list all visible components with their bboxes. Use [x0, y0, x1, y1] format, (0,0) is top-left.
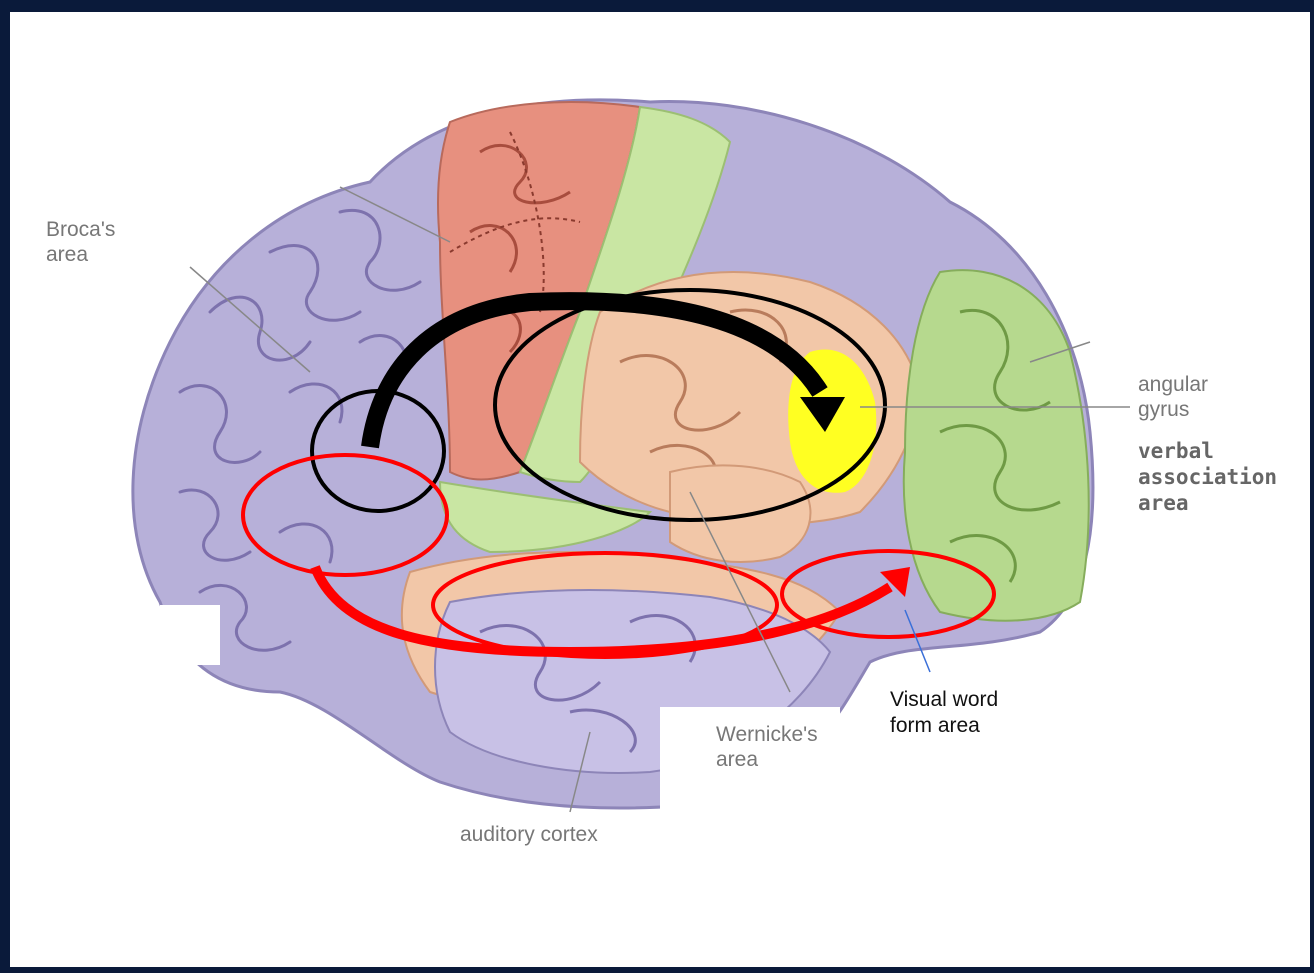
wernicke-label: Wernicke's area [716, 722, 818, 772]
angular-gyrus-label: angular gyrus [1138, 372, 1208, 422]
wernicke-label-line2: area [716, 747, 818, 772]
angular-label-line1: angular [1138, 372, 1208, 397]
broca-label: Broca's area [46, 217, 115, 267]
auditory-label-text: auditory cortex [460, 822, 598, 847]
wernicke-region [670, 465, 810, 562]
verbal-label-line3: area [1138, 490, 1277, 516]
wernicke-label-line1: Wernicke's [716, 722, 818, 747]
auditory-cortex-label: auditory cortex [460, 822, 598, 847]
brain-diagram [10, 12, 1310, 967]
verbal-label-line2: association [1138, 464, 1277, 490]
vwfa-label-line1: Visual word [890, 687, 998, 713]
vwfa-label-line2: form area [890, 713, 998, 739]
verbal-label-line1: verbal [1138, 438, 1277, 464]
verbal-association-label: verbal association area [1138, 438, 1277, 516]
vwfa-label: Visual word form area [890, 687, 998, 739]
slide: Broca's area angular gyrus verbal associ… [10, 12, 1310, 967]
angular-label-line2: gyrus [1138, 397, 1208, 422]
mask-patch-left [160, 605, 220, 665]
broca-label-line1: Broca's [46, 217, 115, 242]
broca-label-line2: area [46, 242, 115, 267]
